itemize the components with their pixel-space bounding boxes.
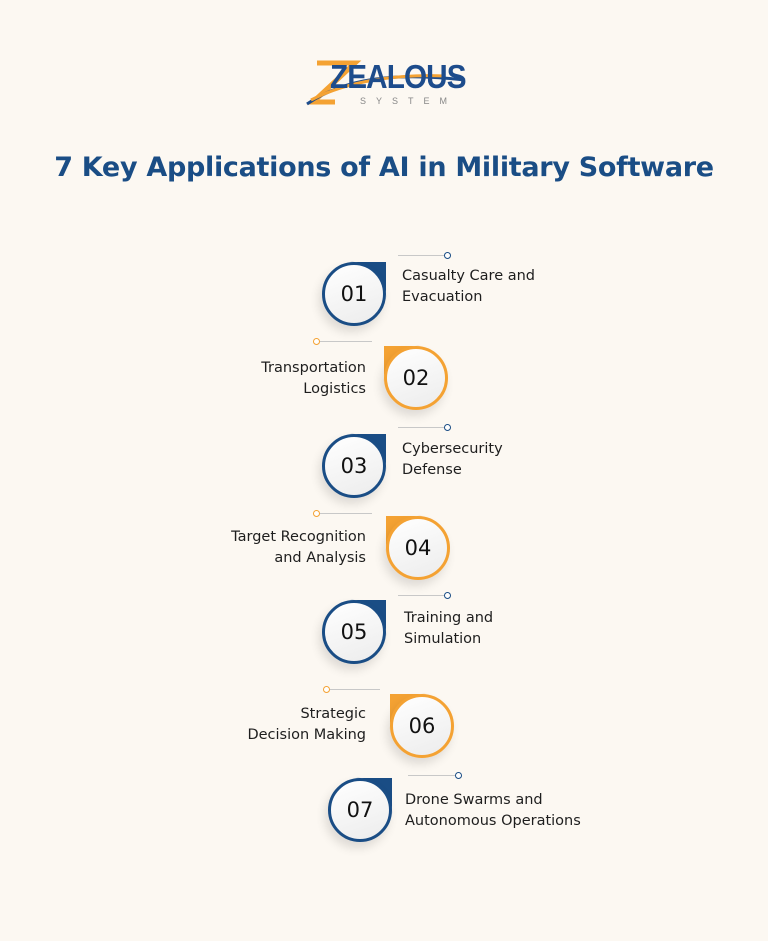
page-title: 7 Key Applications of AI in Military Sof… [54,152,714,183]
connector-line [330,689,380,690]
badge-07: 07 [328,777,393,842]
connector-dot-icon [444,424,451,431]
badge-03: 03 [322,433,387,498]
connector-dot-icon [455,772,462,779]
badge-number: 04 [386,516,450,580]
badge-05: 05 [322,599,387,664]
badge-06: 06 [389,693,454,758]
connector-line [398,595,444,596]
connector-line [398,255,444,256]
connector-line [320,341,372,342]
badge-number: 03 [322,434,386,498]
badge-number: 01 [322,262,386,326]
badge-02: 02 [383,345,448,410]
connector-dot-icon [323,686,330,693]
badge-number: 06 [390,694,454,758]
zealous-logo: ZEALOUS SYSTEM [305,58,470,110]
connector-dot-icon [444,592,451,599]
badge-number: 02 [384,346,448,410]
logo-wordmark: ZEALOUS [330,58,467,95]
connector-line [398,427,444,428]
connector-line [408,775,455,776]
badge-number: 05 [322,600,386,664]
badge-04: 04 [385,515,450,580]
logo-tagline: SYSTEM [360,96,458,106]
badge-01: 01 [322,261,387,326]
connector-dot-icon [444,252,451,259]
connector-dot-icon [313,510,320,517]
connector-dot-icon [313,338,320,345]
badge-number: 07 [328,778,392,842]
logo-swoosh-icon [306,60,466,106]
connector-line [320,513,372,514]
